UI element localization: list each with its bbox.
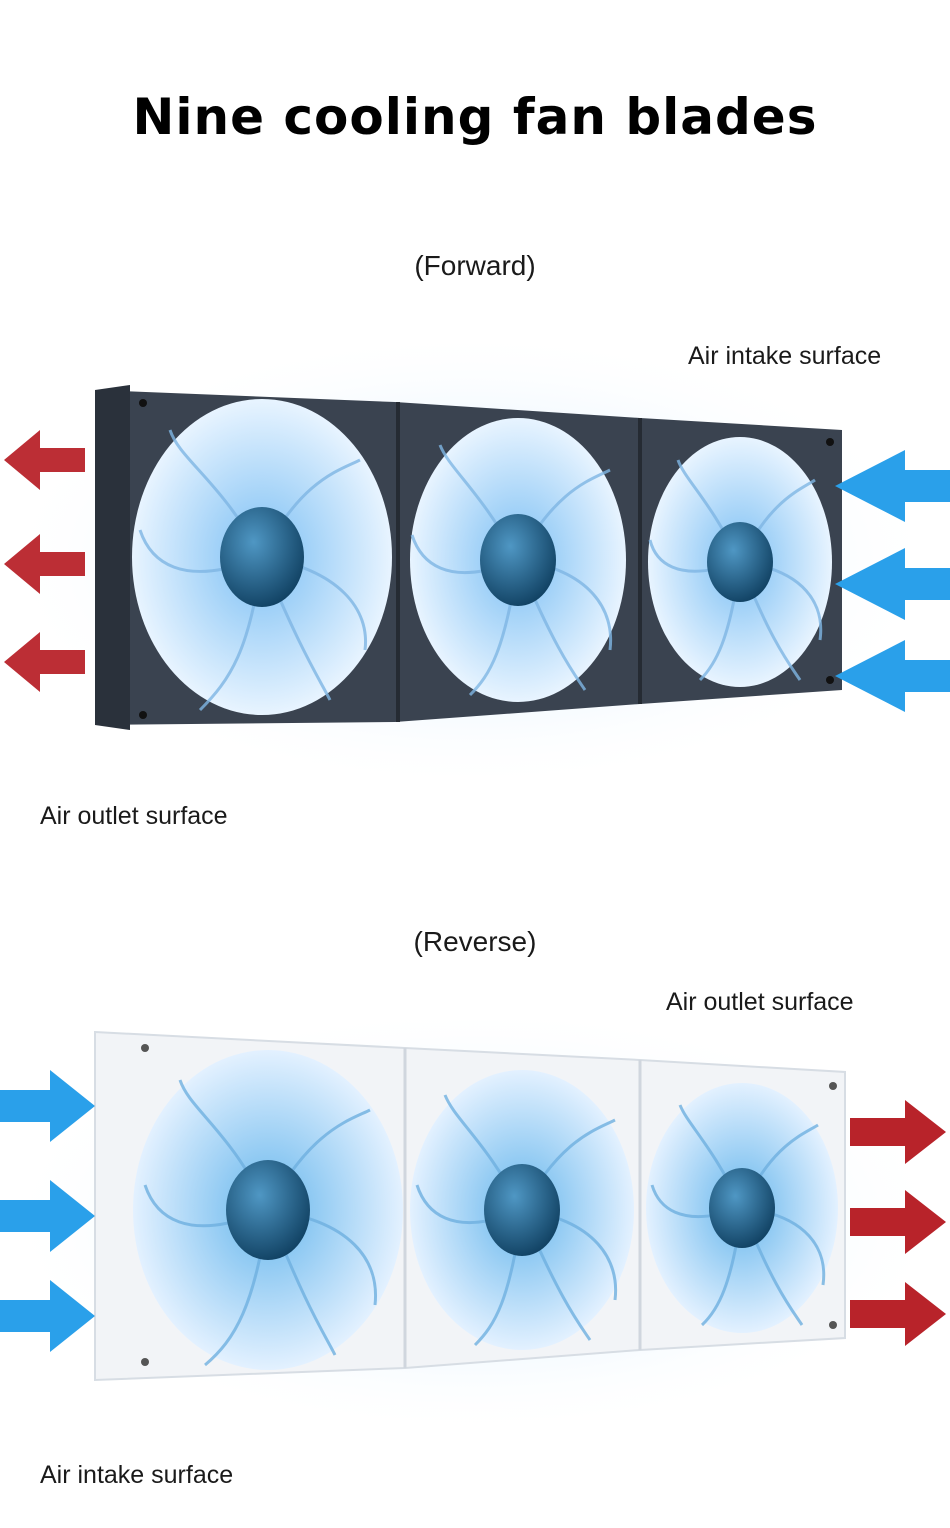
forward-outlet-label: Air outlet surface xyxy=(40,802,228,830)
reverse-fan-scene xyxy=(0,1020,950,1450)
forward-fan-illustration xyxy=(0,330,950,790)
forward-heading: (Forward) xyxy=(414,250,536,281)
forward-fan-scene xyxy=(0,330,950,810)
page-title: Nine cooling fan blades xyxy=(132,88,818,146)
reverse-outlet-label: Air outlet surface xyxy=(666,988,854,1016)
reverse-intake-label: Air intake surface xyxy=(40,1461,234,1489)
reverse-heading: (Reverse) xyxy=(413,926,537,957)
reverse-fan-illustration xyxy=(0,1020,950,1435)
